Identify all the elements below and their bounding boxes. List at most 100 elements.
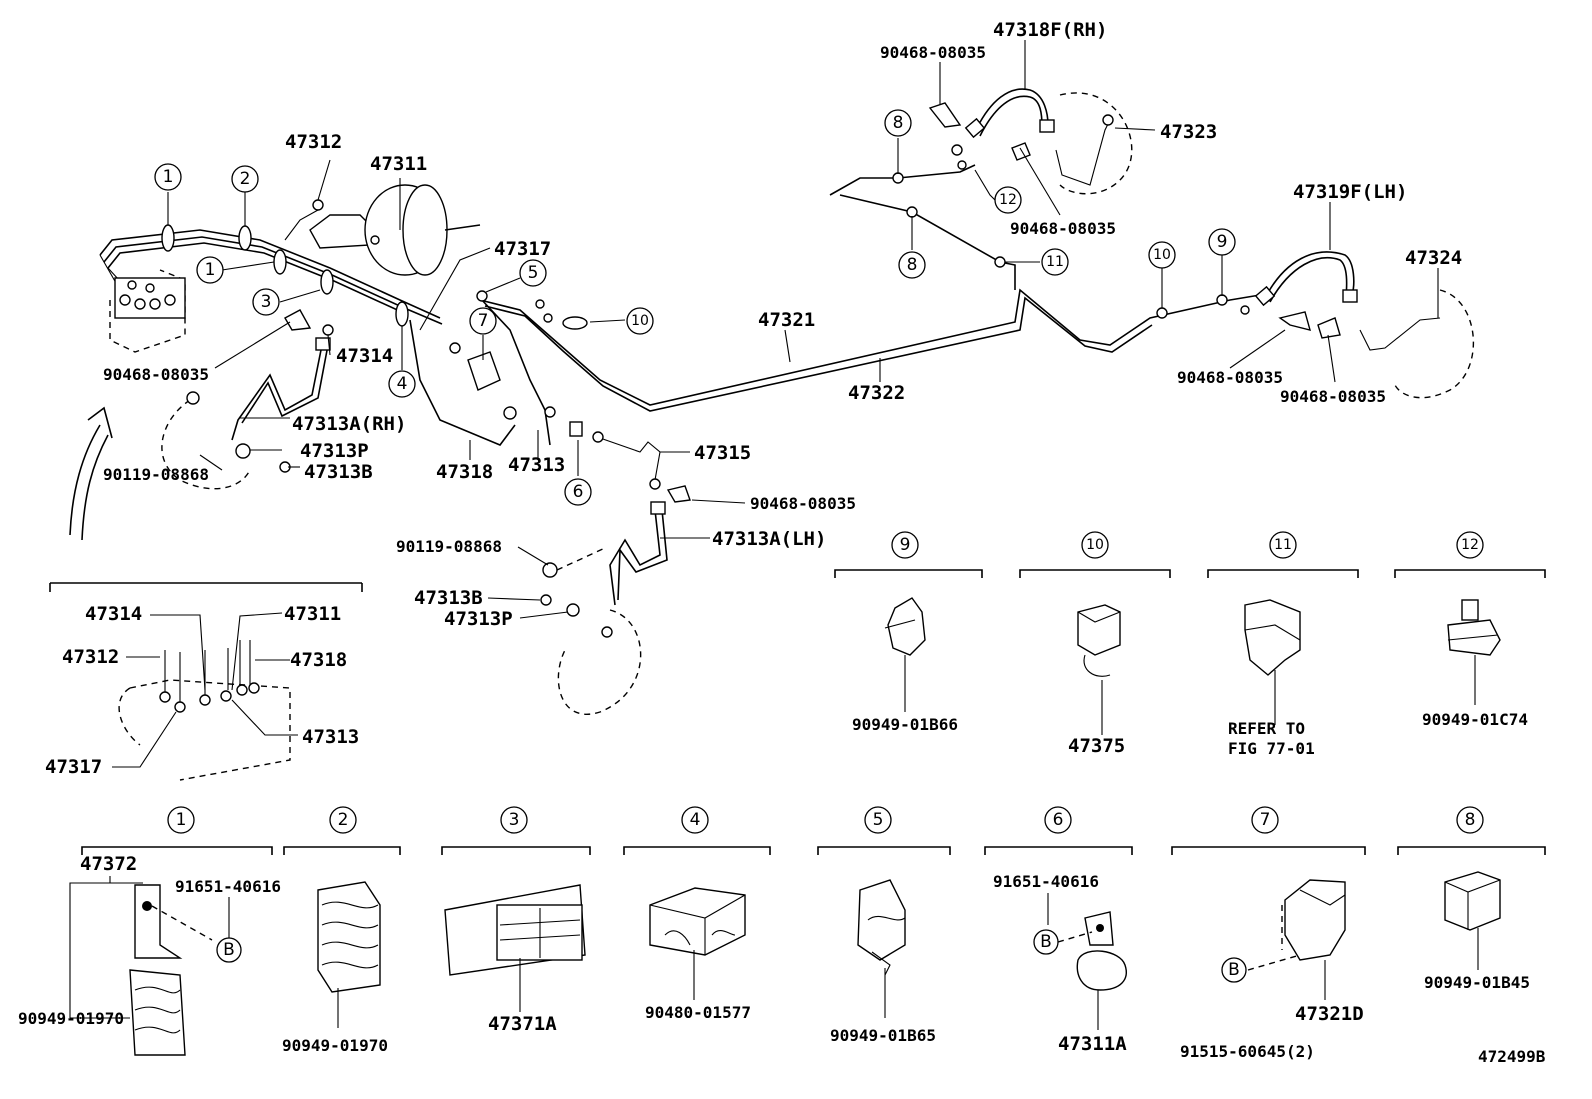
- label-90949-01c74: 90949-01C74: [1422, 710, 1528, 729]
- label-47322: 47322: [848, 382, 905, 404]
- callout-3: 3: [261, 292, 272, 312]
- label-47311: 47311: [370, 153, 427, 175]
- label-90468-08035: 90468-08035: [103, 365, 209, 384]
- detail-number: 4: [690, 810, 701, 830]
- detail-6-clamp: [1047, 893, 1127, 1030]
- label-90949-01970: 90949-01970: [18, 1009, 124, 1028]
- detail-number: 1: [176, 810, 187, 830]
- label-47314: 47314: [336, 345, 393, 367]
- detail-number: 8: [1465, 810, 1476, 830]
- callout-numbers: 1 2 1 3 4 5 7 10 6 8 8 11 12 10 9 1 2 3 …: [163, 113, 1479, 980]
- rear-right-flex-hose: [928, 88, 1133, 195]
- label-refer-to: REFER TO: [1228, 719, 1305, 738]
- detail-number: 12: [1461, 537, 1479, 553]
- label-47313p: 47313P: [300, 440, 369, 462]
- callout-1: 1: [163, 167, 174, 187]
- detail-number: 9: [900, 535, 911, 555]
- label-47313b: 47313B: [304, 461, 373, 483]
- detail-2-clamp: [317, 881, 381, 1028]
- callout-circles: [154, 109, 1484, 983]
- label-47319f-lh: 47319F(LH): [1293, 181, 1407, 203]
- label-47318f-rh: 47318F(RH): [993, 19, 1107, 41]
- inset-label-47314: 47314: [85, 603, 142, 625]
- label-47313a-rh: 47313A(RH): [292, 413, 406, 435]
- master-cylinder-booster: [284, 184, 481, 276]
- label-47323: 47323: [1160, 121, 1217, 143]
- label-47324: 47324: [1405, 247, 1462, 269]
- callout-8: 8: [907, 255, 918, 275]
- label-47312: 47312: [285, 131, 342, 153]
- detail-11-clamp: [1244, 599, 1301, 725]
- inset-label-47317: 47317: [45, 756, 102, 778]
- detail-number: 11: [1274, 537, 1292, 553]
- label-47313b: 47313B: [414, 587, 483, 609]
- label-47318: 47318: [436, 461, 493, 483]
- callout-1: 1: [205, 260, 216, 280]
- callout-4: 4: [397, 374, 408, 394]
- label-47313a-lh: 47313A(LH): [712, 528, 826, 550]
- ref-b: B: [223, 940, 235, 960]
- direction-arrow: [69, 424, 101, 536]
- callout-2: 2: [240, 169, 251, 189]
- diagram-id: 472499B: [1478, 1047, 1546, 1066]
- tube-clamps: [161, 172, 1228, 330]
- label-91515-60645: 91515-60645(2): [1180, 1042, 1315, 1061]
- label-90119-08868: 90119-08868: [103, 465, 209, 484]
- front-right-flex-hose: [161, 309, 334, 490]
- label-90480-01577: 90480-01577: [645, 1003, 751, 1022]
- detail-8-clamp: [1444, 871, 1501, 970]
- detail-4-clamp: [649, 887, 746, 1000]
- callout-9: 9: [1217, 232, 1228, 252]
- part-labels: 47312 47311 47317 47314 90468-08035 4731…: [103, 19, 1462, 630]
- label-47315: 47315: [694, 442, 751, 464]
- inset-detail: [49, 582, 363, 781]
- detail-brackets: [81, 569, 1546, 855]
- detail-9-clamp: [884, 597, 926, 712]
- brake-tubes: [99, 164, 1261, 481]
- detail-1-clamp: [69, 876, 230, 1056]
- label-47313: 47313: [508, 454, 565, 476]
- leader-lines: [167, 40, 1439, 619]
- label-47375: 47375: [1068, 735, 1125, 757]
- label-47321d: 47321D: [1295, 1003, 1364, 1025]
- label-90468-08035: 90468-08035: [1177, 368, 1283, 387]
- detail-labels: 47372 91651-40616 90949-01970 90949-0197…: [18, 710, 1546, 1066]
- detail-number: 2: [338, 810, 349, 830]
- label-91651-40616: 91651-40616: [993, 872, 1099, 891]
- callout-8: 8: [893, 113, 904, 133]
- label-fig-77-01: FIG 77-01: [1228, 739, 1315, 758]
- label-47371a: 47371A: [488, 1013, 557, 1035]
- callout-12: 12: [999, 192, 1017, 208]
- label-47321: 47321: [758, 309, 815, 331]
- label-90468-08035: 90468-08035: [880, 43, 986, 62]
- detail-number: 6: [1053, 810, 1064, 830]
- callout-10: 10: [631, 313, 649, 329]
- callout-6: 6: [573, 482, 584, 502]
- label-47372: 47372: [80, 853, 137, 875]
- detail-10-clamp: [1077, 604, 1121, 735]
- ref-b: B: [1040, 932, 1052, 952]
- label-47311a: 47311A: [1058, 1033, 1127, 1055]
- label-90468-08035: 90468-08035: [1010, 219, 1116, 238]
- rear-left-flex-hose: [1240, 251, 1475, 399]
- detail-12-clamp: [1447, 599, 1501, 705]
- front-left-flex-hose: [540, 485, 691, 715]
- detail-number: 7: [1260, 810, 1271, 830]
- detail-number: 10: [1086, 537, 1104, 553]
- label-91651-40616: 91651-40616: [175, 877, 281, 896]
- ref-b: B: [1228, 960, 1240, 980]
- detail-3-clamp: [444, 884, 586, 1012]
- fittings: [449, 299, 661, 490]
- inset-label-47318: 47318: [290, 649, 347, 671]
- label-90949-01970: 90949-01970: [282, 1036, 388, 1055]
- callout-5: 5: [528, 263, 539, 283]
- detail-number: 3: [509, 810, 520, 830]
- inset-label-47312: 47312: [62, 646, 119, 668]
- label-47317: 47317: [494, 238, 551, 260]
- label-90468-08035: 90468-08035: [1280, 387, 1386, 406]
- inset-labels: 47314 47311 47312 47318 47313 47317: [45, 603, 359, 778]
- inset-label-47311: 47311: [284, 603, 341, 625]
- inset-label-47313: 47313: [302, 726, 359, 748]
